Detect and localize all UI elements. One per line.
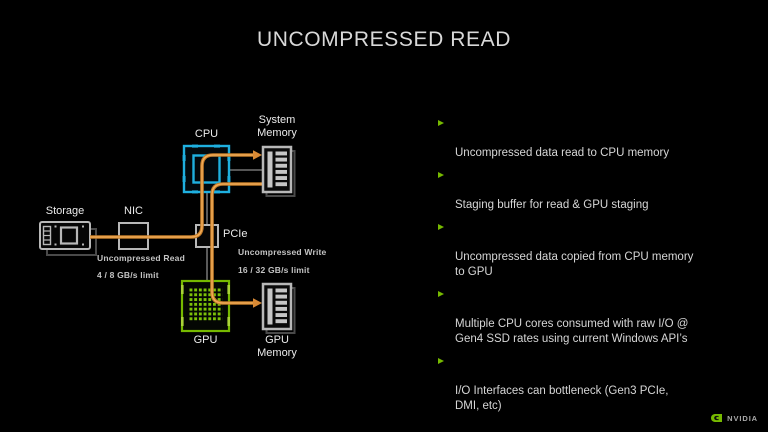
nvidia-eye-icon xyxy=(711,414,723,422)
right-triangle-icon xyxy=(438,291,444,297)
bullet-text: I/O Interfaces can bottleneck (Gen3 PCIe… xyxy=(455,385,669,412)
write-arrowhead xyxy=(253,298,262,308)
bullet-list: Uncompressed data read to CPU memory Sta… xyxy=(437,116,743,421)
gpu-memory-label: GPU Memory xyxy=(257,334,297,359)
right-triangle-icon xyxy=(438,172,444,178)
uncompressed-write-label: Uncompressed Write xyxy=(238,247,327,257)
bullet-text: Uncompressed data read to CPU memory xyxy=(455,147,670,159)
bullet-item: Multiple CPU cores consumed with raw I/O… xyxy=(437,287,743,347)
bullet-text: Uncompressed data copied from CPU memory… xyxy=(455,251,694,278)
slide-title: UNCOMPRESSED READ xyxy=(256,28,512,51)
brand-footer: NVIDIA xyxy=(710,413,758,423)
right-triangle-icon xyxy=(438,358,444,364)
read-arrowhead xyxy=(253,150,262,160)
bullet-text: Multiple CPU cores consumed with raw I/O… xyxy=(455,318,689,345)
pcie-label: PCIe xyxy=(223,228,248,240)
nic-label: NIC xyxy=(124,205,143,217)
right-triangle-icon xyxy=(438,224,444,230)
system-memory-label: System Memory xyxy=(257,114,297,139)
cpu-icon xyxy=(182,144,231,194)
bullet-item: Uncompressed data copied from CPU memory… xyxy=(437,220,743,280)
storage-icon xyxy=(39,221,97,256)
gpu-icon xyxy=(180,279,231,333)
bullet-text: Staging buffer for read & GPU staging xyxy=(455,199,649,211)
cpu-label: CPU xyxy=(194,128,219,140)
gpu-memory-icon xyxy=(261,282,296,335)
read-limit-label: 4 / 8 GB/s limit xyxy=(97,270,159,280)
uncompressed-read-label: Uncompressed Read xyxy=(97,253,185,263)
read-flow-line xyxy=(90,150,262,239)
bullet-item: Uncompressed data read to CPU memory xyxy=(437,116,743,161)
bullet-item: Staging buffer for read & GPU staging xyxy=(437,168,743,213)
gpu-label: GPU xyxy=(193,334,218,346)
storage-label: Storage xyxy=(45,205,85,217)
right-triangle-icon xyxy=(438,120,444,126)
system-memory-icon xyxy=(261,145,296,198)
bullet-item: I/O Interfaces can bottleneck (Gen3 PCIe… xyxy=(437,354,743,414)
write-limit-label: 16 / 32 GB/s limit xyxy=(238,265,310,275)
write-flow-line xyxy=(210,182,263,308)
brand-wordmark: NVIDIA xyxy=(727,413,758,423)
